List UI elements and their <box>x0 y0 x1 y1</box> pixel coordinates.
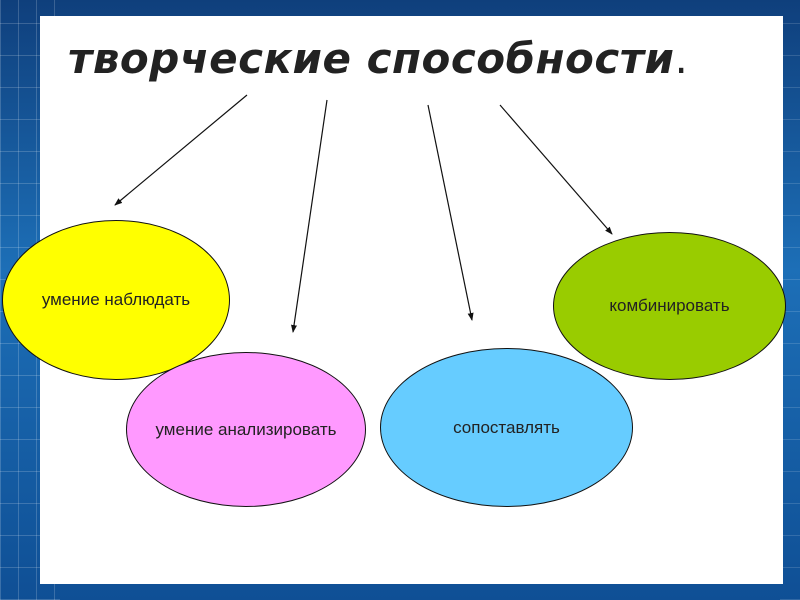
node-observe-label: умение наблюдать <box>41 290 191 309</box>
arrow-to-combine <box>499 104 613 235</box>
node-compare: сопоставлять <box>380 348 633 507</box>
node-analyze: умение анализировать <box>126 352 366 507</box>
arrow-to-analyze <box>291 99 328 333</box>
node-compare-label: сопоставлять <box>453 417 560 437</box>
node-combine-label: комбинировать <box>609 296 730 315</box>
node-combine: комбинировать <box>553 232 786 380</box>
title-dot: . <box>674 34 689 83</box>
arrow-to-observe <box>114 94 248 206</box>
slide-title: творческие способности. <box>68 34 688 83</box>
arrow-to-compare <box>427 104 474 321</box>
node-observe: умение наблюдать <box>2 220 230 380</box>
node-analyze-label: умение анализировать <box>155 419 337 439</box>
title-text: творческие способности <box>68 34 675 83</box>
background-grid-right <box>780 0 800 600</box>
